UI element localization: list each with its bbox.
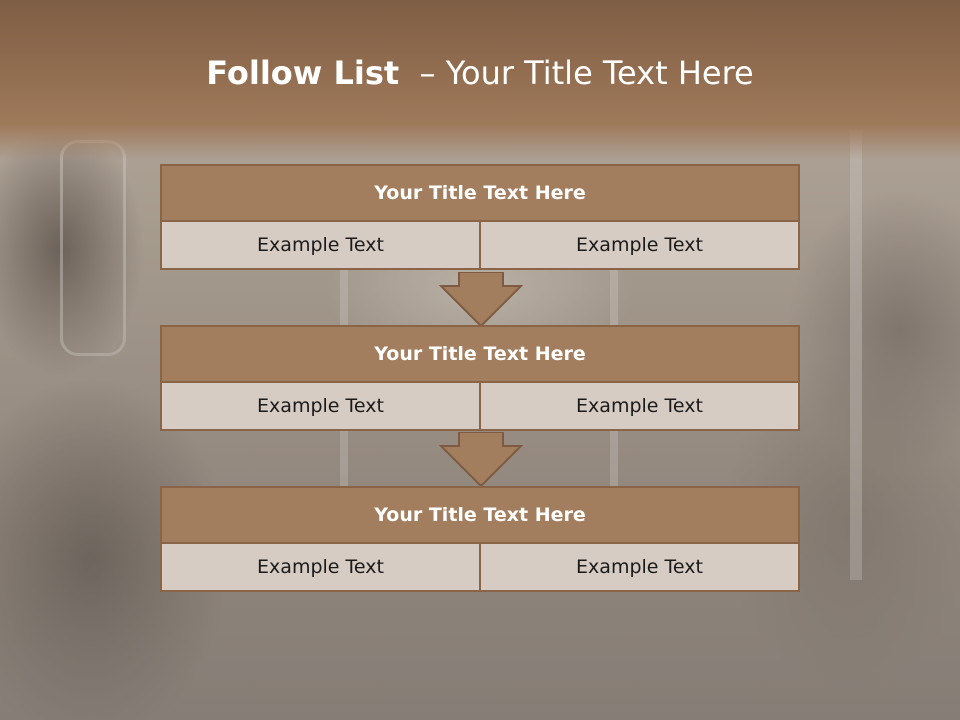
title-bold: Follow List xyxy=(206,54,400,92)
down-arrow-icon xyxy=(439,432,523,488)
list-block-2: Your Title Text Here Example Text Exampl… xyxy=(160,325,800,431)
down-arrow-icon xyxy=(439,272,523,328)
block-cell-left: Example Text xyxy=(162,544,479,590)
block-row: Example Text Example Text xyxy=(162,222,798,268)
list-block-1: Your Title Text Here Example Text Exampl… xyxy=(160,164,800,270)
block-cell-right: Example Text xyxy=(479,544,798,590)
block-cell-right: Example Text xyxy=(479,383,798,429)
block-title: Your Title Text Here xyxy=(162,166,798,222)
block-title: Your Title Text Here xyxy=(162,488,798,544)
title-rest: – Your Title Text Here xyxy=(399,54,754,92)
block-title: Your Title Text Here xyxy=(162,327,798,383)
block-cell-left: Example Text xyxy=(162,383,479,429)
block-cell-left: Example Text xyxy=(162,222,479,268)
block-cell-right: Example Text xyxy=(479,222,798,268)
block-row: Example Text Example Text xyxy=(162,544,798,590)
list-block-3: Your Title Text Here Example Text Exampl… xyxy=(160,486,800,592)
title-band xyxy=(0,0,960,160)
page-title: Follow List – Your Title Text Here xyxy=(0,54,960,92)
block-row: Example Text Example Text xyxy=(162,383,798,429)
